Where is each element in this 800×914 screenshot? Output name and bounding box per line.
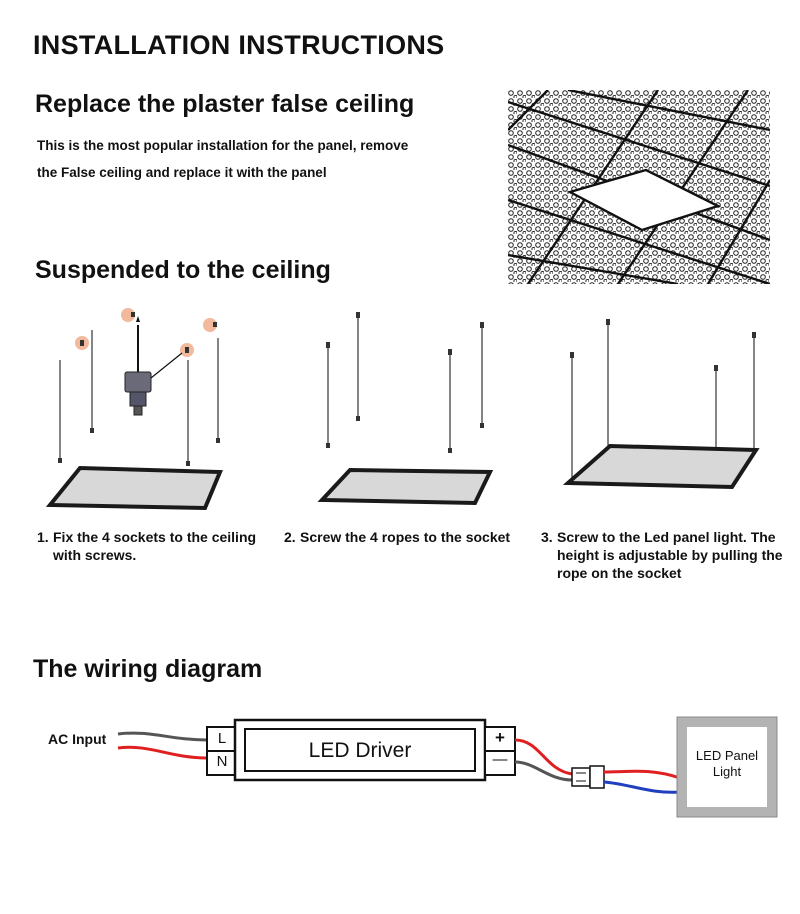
step-1: 1. Fix the 4 sockets to the ceiling with…: [37, 528, 277, 564]
led-panel-box: [677, 717, 777, 817]
wiring-diagram: [117, 716, 778, 818]
dc-negative-wire: [514, 760, 573, 782]
panel-negative-wire: [603, 780, 681, 794]
terminal-plus-label: +: [495, 728, 505, 747]
step-3-number: 3.: [541, 529, 553, 545]
terminal-minus-label: —: [492, 751, 508, 768]
suspension-illustrations: [45, 308, 760, 511]
step1-illustration: [45, 308, 223, 511]
led-panel-label: LED Panel Light: [687, 748, 767, 780]
dc-positive-wire: [514, 738, 573, 776]
replace-description: This is the most popular installation fo…: [37, 132, 477, 186]
step-3-text: Screw to the Led panel light. The height…: [557, 529, 783, 581]
terminal-n-label: N: [216, 753, 228, 770]
led-panel-label-line1: LED Panel: [695, 748, 759, 763]
step-2-number: 2.: [284, 529, 296, 545]
step-2: 2. Screw the 4 ropes to the socket: [284, 528, 529, 546]
removed-tile-opening: [566, 168, 722, 232]
false-ceiling-illustration: [508, 90, 770, 284]
terminal-l-label: L: [217, 730, 227, 747]
step-1-number: 1.: [37, 529, 49, 545]
socket-highlight: [121, 308, 135, 322]
ac-input-label: AC Input: [48, 731, 107, 747]
neutral-input-wire: [117, 731, 208, 742]
section-heading-suspended: Suspended to the ceiling: [35, 256, 331, 284]
socket-highlight: [203, 318, 217, 332]
step3-illustration: [562, 319, 760, 490]
panel-graphic: [45, 465, 223, 511]
section-heading-wiring: The wiring diagram: [33, 655, 263, 683]
section-heading-replace: Replace the plaster false ceiling: [35, 90, 415, 118]
led-panel-label-line2: Light: [712, 764, 742, 779]
step-2-text: Screw the 4 ropes to the socket: [300, 529, 511, 545]
replace-description-line1: This is the most popular installation fo…: [37, 138, 409, 153]
step-3: 3. Screw to the Led panel light. The hei…: [541, 528, 793, 582]
panel-positive-wire: [603, 769, 681, 780]
panel-graphic: [317, 467, 494, 506]
live-input-wire: [117, 745, 208, 760]
connector-socket: [589, 765, 605, 789]
panel-graphic: [562, 443, 760, 490]
step-1-text: Fix the 4 sockets to the ceiling with sc…: [53, 529, 257, 563]
connector-plug: [571, 767, 591, 787]
replace-description-line2: the False ceiling and replace it with th…: [37, 165, 327, 180]
step2-illustration: [317, 312, 494, 506]
led-driver-label: LED Driver: [308, 739, 412, 762]
page-title: INSTALLATION INSTRUCTIONS: [33, 30, 445, 60]
